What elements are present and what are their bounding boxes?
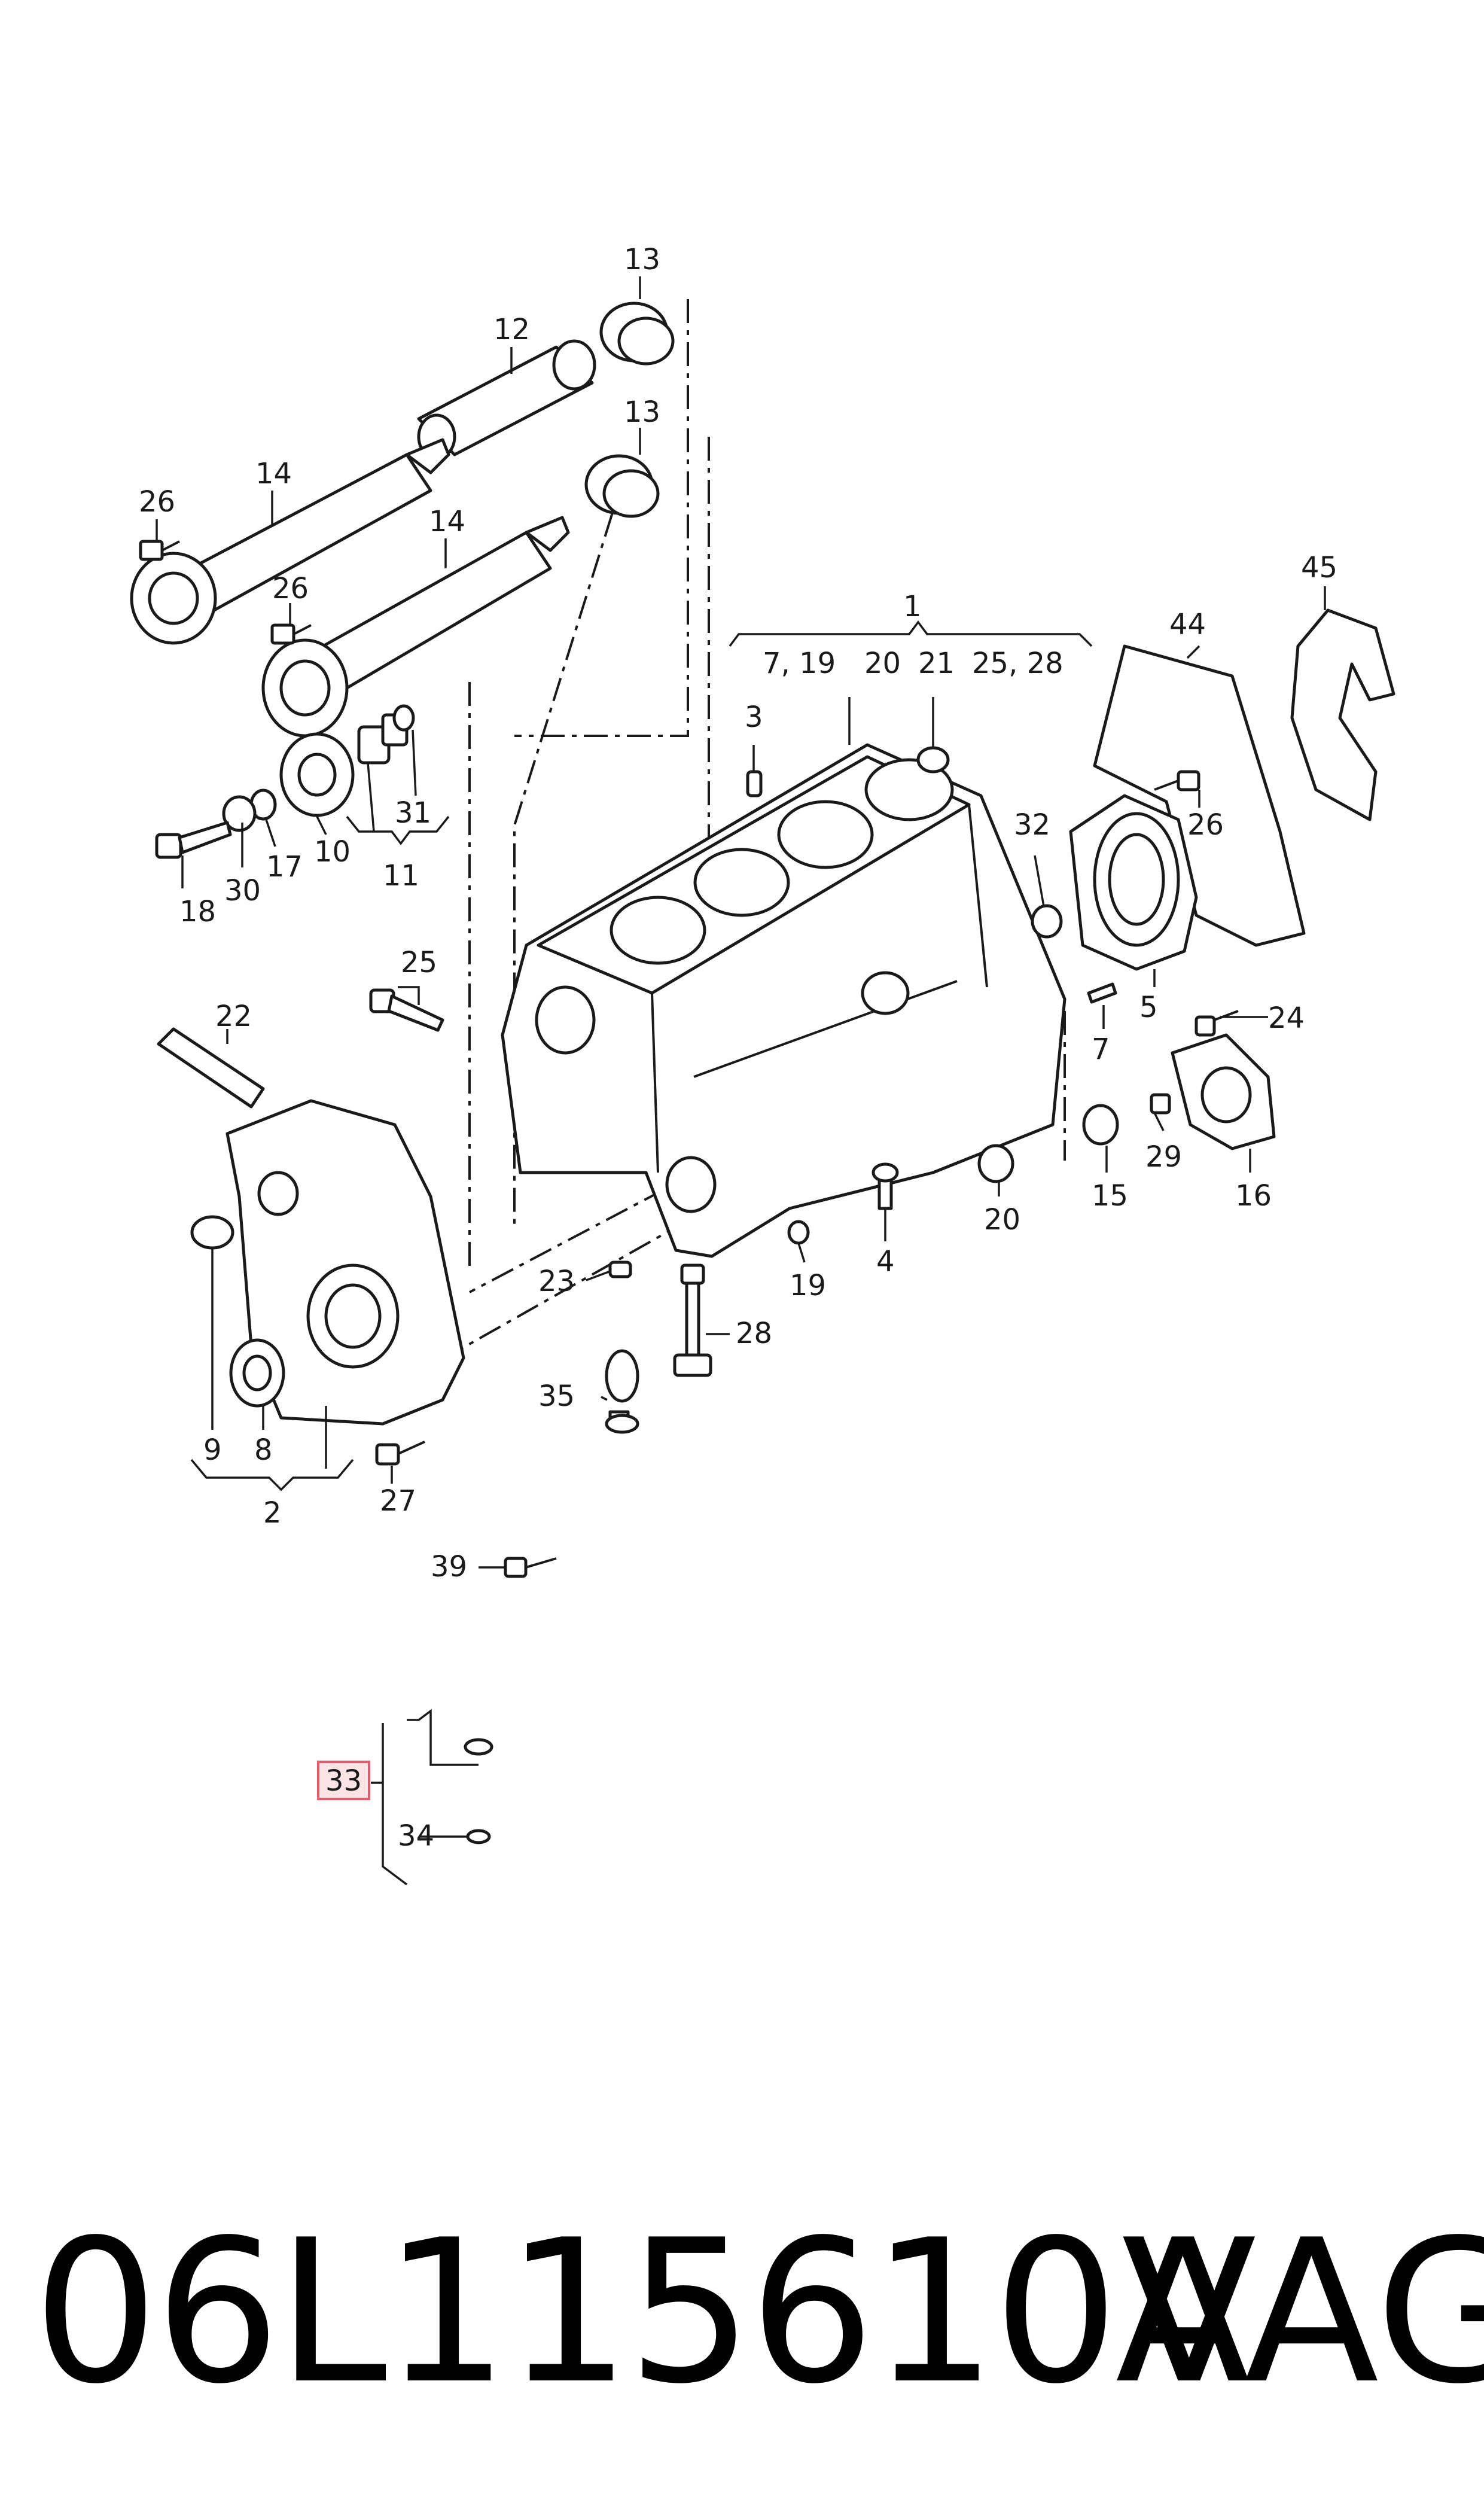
bolt-29 [1150, 1093, 1171, 1115]
part-14-balance-shaft-lower [261, 516, 570, 738]
label-33[interactable]: 33 [325, 1764, 362, 1798]
callout-33-highlighted[interactable]: 33 [317, 1761, 370, 1800]
label-20: 20 [984, 1203, 1020, 1237]
oring-31 [392, 704, 415, 732]
label-9: 9 [203, 1433, 222, 1467]
part-14-balance-shaft-upper [130, 438, 450, 645]
nozzle-4 [871, 1162, 899, 1210]
part-number: 06L115610A [33, 2197, 1250, 2427]
label-13-lower: 13 [624, 395, 660, 429]
label-23: 23 [538, 1265, 575, 1298]
label-35: 35 [538, 1380, 575, 1413]
label-17: 17 [266, 850, 303, 884]
part-12-tube [417, 339, 596, 460]
plug-19 [787, 1220, 810, 1245]
plug-20 [977, 1144, 1014, 1183]
label-5: 5 [1139, 991, 1158, 1024]
seal-32 [1031, 904, 1063, 939]
label-2: 2 [263, 1496, 282, 1530]
part-16-housing [1171, 1033, 1276, 1150]
bolt-26-b [270, 623, 312, 645]
label-44: 44 [1169, 608, 1206, 641]
bolt-18 [155, 821, 232, 859]
label-26-a: 26 [139, 485, 175, 519]
label-11: 11 [383, 859, 419, 893]
label-27: 27 [380, 1484, 416, 1518]
label-1-group-7-19: 7, 19 [763, 647, 836, 680]
label-1-group-25-28: 25, 28 [972, 647, 1064, 680]
washer-17-30 [222, 788, 277, 832]
bolt-25 [369, 988, 444, 1032]
sleeve-23 [608, 1260, 632, 1278]
part-13-bearing-lower [584, 454, 660, 518]
label-1: 1 [903, 590, 922, 623]
label-12: 12 [493, 313, 530, 346]
bolt-26-a [139, 540, 180, 561]
label-13-upper: 13 [624, 243, 660, 276]
seal-8 [229, 1338, 285, 1408]
label-7: 7 [1092, 1033, 1110, 1066]
part-5-seal-flange [1069, 794, 1198, 971]
bolt-39 [504, 1557, 557, 1578]
label-39: 39 [431, 1550, 467, 1584]
bolt-24 [1194, 1010, 1239, 1037]
part-33-dipstick-tube [464, 1349, 639, 1844]
label-3: 3 [745, 701, 763, 734]
label-24: 24 [1268, 1001, 1305, 1035]
label-22: 22 [215, 1000, 252, 1033]
label-1-group-21: 21 [918, 647, 955, 680]
label-10: 10 [314, 835, 351, 869]
label-30: 30 [224, 874, 261, 908]
brand-name: VAG [1122, 2197, 1484, 2427]
plug-21 [916, 746, 950, 774]
label-26-b: 26 [272, 572, 309, 605]
label-4: 4 [876, 1245, 895, 1278]
pin-3 [746, 770, 763, 797]
bolt-28 [673, 1263, 712, 1377]
label-32: 32 [1014, 808, 1050, 842]
label-29: 29 [1145, 1140, 1182, 1174]
label-19: 19 [790, 1269, 826, 1302]
label-18: 18 [179, 895, 216, 928]
label-15: 15 [1092, 1179, 1128, 1213]
bolt-26-c [1154, 770, 1200, 791]
label-34: 34 [398, 1819, 434, 1853]
bolt-27 [375, 1441, 425, 1466]
part-45-shield [1290, 608, 1395, 821]
gear-15 [1082, 1104, 1119, 1146]
label-28: 28 [736, 1317, 772, 1350]
seal-9 [190, 1215, 234, 1250]
part-1-engine-block [501, 743, 1066, 1258]
leader-lines [156, 276, 1326, 1886]
sealant-tube-22 [157, 1027, 265, 1109]
label-45: 45 [1301, 551, 1337, 584]
pin-7 [1087, 982, 1117, 1004]
label-31: 31 [395, 796, 431, 830]
label-8: 8 [254, 1433, 273, 1467]
label-26-c: 26 [1187, 808, 1224, 842]
label-1-group-20: 20 [864, 647, 901, 680]
part-2-timing-cover [226, 1099, 465, 1426]
callout-labels: 13 12 13 14 14 26 26 1 7, 19 20 21 25, 2… [139, 243, 1337, 1853]
label-16: 16 [1235, 1179, 1272, 1213]
label-14-lower: 14 [429, 505, 465, 538]
label-14-upper: 14 [255, 457, 292, 491]
gear-10 [279, 713, 409, 817]
label-25: 25 [401, 946, 437, 979]
part-13-bearing-upper [599, 302, 675, 366]
